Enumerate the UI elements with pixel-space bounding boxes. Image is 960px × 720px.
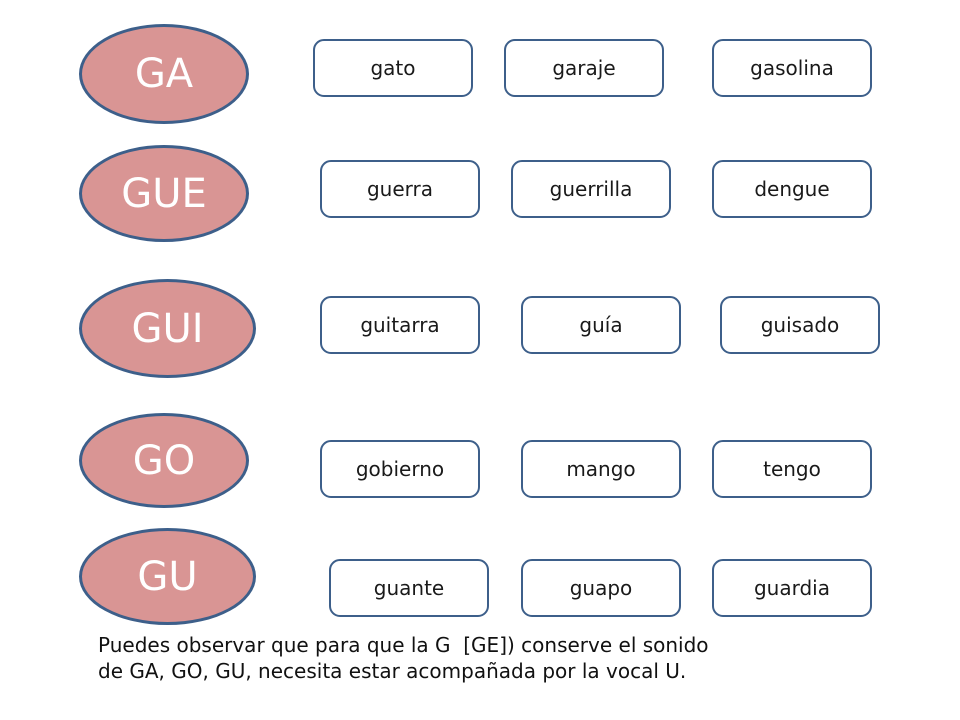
word-box-gobierno: gobierno: [320, 440, 480, 498]
explanation-line-1: Puedes observar que para que la G [GE]) …: [98, 633, 709, 657]
word-box-guitarra: guitarra: [320, 296, 480, 354]
syllable-label-gui: GUI: [131, 305, 204, 352]
word-box-guerrilla: guerrilla: [511, 160, 671, 218]
syllable-oval-go: GO: [79, 413, 249, 508]
word-box-guia: guía: [521, 296, 681, 354]
word-box-guante: guante: [329, 559, 489, 617]
word-box-guapo: guapo: [521, 559, 681, 617]
word-box-mango: mango: [521, 440, 681, 498]
word-box-gasolina: gasolina: [712, 39, 872, 97]
syllable-oval-gui: GUI: [79, 279, 256, 378]
word-box-tengo: tengo: [712, 440, 872, 498]
explanation-note: Puedes observar que para que la G [GE]) …: [98, 632, 898, 684]
word-box-guardia: guardia: [712, 559, 872, 617]
syllable-label-go: GO: [132, 437, 196, 484]
word-box-dengue: dengue: [712, 160, 872, 218]
syllable-label-ga: GA: [134, 51, 194, 97]
syllable-oval-gu: GU: [79, 528, 256, 625]
syllable-label-gu: GU: [137, 553, 198, 600]
word-box-guisado: guisado: [720, 296, 880, 354]
explanation-line-2: de GA, GO, GU, necesita estar acompañada…: [98, 659, 687, 683]
word-box-garaje: garaje: [504, 39, 664, 97]
word-box-gato: gato: [313, 39, 473, 97]
word-box-guerra: guerra: [320, 160, 480, 218]
syllable-oval-gue: GUE: [79, 145, 249, 242]
syllable-label-gue: GUE: [121, 170, 207, 217]
syllable-oval-ga: GA: [79, 24, 249, 124]
